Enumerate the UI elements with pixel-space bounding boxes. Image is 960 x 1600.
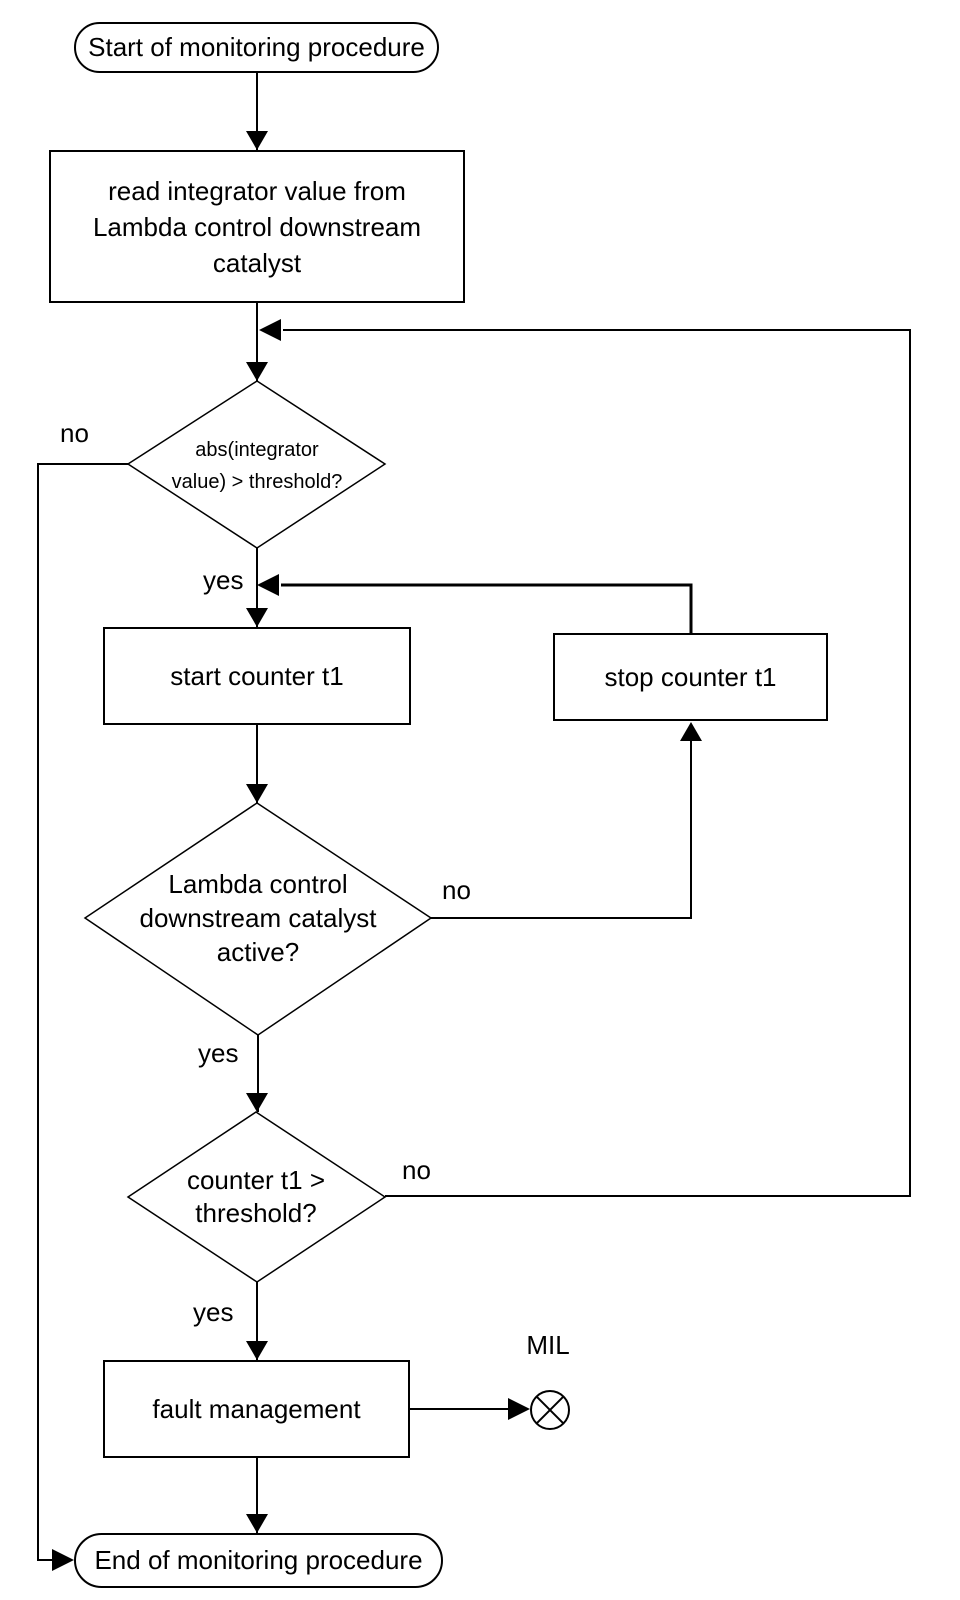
arrowhead-loop-into-main-line xyxy=(259,319,281,341)
arrowhead-into-stop-counter xyxy=(680,722,702,741)
decision-abs-threshold-shape xyxy=(126,380,387,549)
edge-stop-counter-loop xyxy=(281,583,693,633)
read-integrator-box: read integrator value from Lambda contro… xyxy=(49,150,465,303)
fault-management-box: fault management xyxy=(103,1360,410,1458)
edge-label-lambda-no: no xyxy=(442,875,471,905)
decision-lambda-active-text: Lambda control downstream catalyst activ… xyxy=(128,867,388,969)
read-integrator-line2: Lambda control downstream xyxy=(92,212,422,242)
arrowhead-into-end-left xyxy=(52,1549,74,1571)
edge-label-abs-no: no xyxy=(60,418,89,448)
arrowhead-into-fault-box xyxy=(246,1341,268,1360)
decision-counter-line2: threshold? xyxy=(195,1198,317,1228)
decision-counter-threshold-shape xyxy=(126,1111,387,1283)
edge-label-abs-yes: yes xyxy=(203,565,244,595)
arrowhead-stoploop-into-main-line xyxy=(257,574,279,596)
decision-lambda-line2: downstream catalyst xyxy=(139,903,377,933)
edge-label-counter-no: no xyxy=(402,1155,431,1185)
decision-abs-line1: abs(integrator xyxy=(195,439,319,461)
start-counter-label: start counter t1 xyxy=(170,660,344,691)
end-node-label: End of monitoring procedure xyxy=(94,1545,423,1576)
edge-label-lambda-yes: yes xyxy=(198,1038,239,1068)
edge-label-counter-yes: yes xyxy=(193,1297,234,1327)
edge-abs-no-to-end xyxy=(37,463,128,1561)
stop-counter-box: stop counter t1 xyxy=(553,633,828,721)
mil-lamp-icon xyxy=(530,1390,570,1430)
arrowhead-into-end-top xyxy=(246,1514,268,1533)
decision-abs-threshold-text: abs(integrator value) > threshold? xyxy=(147,434,367,498)
decision-lambda-line1: Lambda control xyxy=(168,869,348,899)
arrowhead-into-decision-abs xyxy=(246,362,268,381)
decision-abs-line2: value) > threshold? xyxy=(171,471,343,493)
arrowhead-into-decision-counter xyxy=(246,1093,268,1112)
start-node-label: Start of monitoring procedure xyxy=(88,32,425,63)
read-integrator-line3: catalyst xyxy=(212,248,302,278)
arrowhead-into-mil-lamp xyxy=(508,1398,530,1420)
arrowhead-into-start-counter xyxy=(246,608,268,627)
decision-counter-line1: counter t1 > xyxy=(186,1165,326,1195)
start-counter-box: start counter t1 xyxy=(103,627,411,725)
arrowhead-into-read-box xyxy=(246,131,268,150)
decision-counter-threshold-text: counter t1 > threshold? xyxy=(146,1164,366,1230)
fault-management-label: fault management xyxy=(152,1393,361,1424)
decision-lambda-line3: active? xyxy=(216,937,300,967)
arrowhead-into-decision-lambda xyxy=(246,784,268,803)
read-integrator-line1: read integrator value from xyxy=(108,176,406,206)
end-node: End of monitoring procedure xyxy=(74,1533,443,1588)
edge-counter-no-loop xyxy=(283,329,911,1197)
mil-label: MIL xyxy=(526,1330,570,1360)
edge-lambda-no-to-stop-counter xyxy=(431,741,692,919)
start-node: Start of monitoring procedure xyxy=(74,22,439,73)
decision-lambda-active-shape xyxy=(83,802,433,1036)
stop-counter-label: stop counter t1 xyxy=(604,661,777,692)
